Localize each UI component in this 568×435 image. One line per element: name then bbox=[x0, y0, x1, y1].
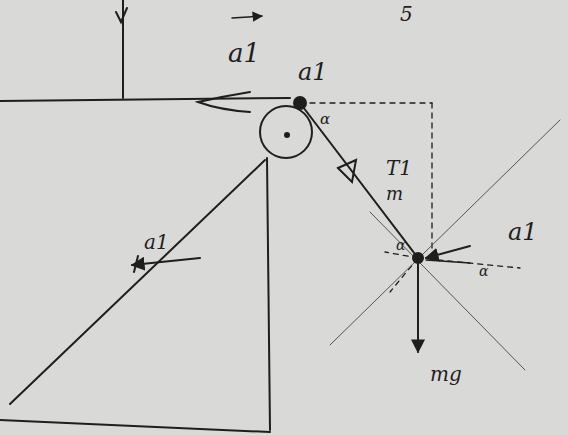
guide-line bbox=[418, 258, 520, 268]
pulley-axle bbox=[285, 133, 289, 137]
label-text: α bbox=[320, 112, 330, 127]
axis-line bbox=[370, 212, 525, 370]
label-text: α bbox=[479, 264, 488, 278]
label-text: 5 bbox=[400, 4, 413, 24]
ground-line bbox=[0, 420, 270, 432]
string bbox=[300, 103, 418, 258]
wedge-side bbox=[267, 158, 270, 430]
arrow-head bbox=[116, 8, 127, 22]
label-text: a1 bbox=[228, 40, 260, 66]
axis-line bbox=[330, 120, 560, 345]
guide-line bbox=[300, 102, 432, 103]
surface-line bbox=[0, 98, 290, 101]
label-text: m bbox=[386, 185, 403, 203]
guide-line bbox=[431, 103, 432, 250]
gravity-arrow bbox=[417, 262, 419, 352]
label-text: T1 bbox=[386, 158, 412, 178]
contact-point bbox=[294, 97, 306, 109]
inertial-arrow bbox=[426, 246, 470, 258]
label-text: α bbox=[396, 238, 405, 252]
arrow-line bbox=[426, 260, 470, 263]
label-text: a1 bbox=[508, 220, 538, 244]
label-text: mg bbox=[430, 364, 462, 384]
curved-arrow bbox=[198, 92, 250, 112]
wedge-incline bbox=[10, 160, 265, 404]
acceleration-arrow bbox=[132, 258, 200, 265]
arrow-tick bbox=[134, 256, 138, 272]
label-text: a1 bbox=[298, 60, 328, 84]
vector-arrow bbox=[232, 16, 262, 18]
label-text: a1 bbox=[144, 232, 169, 252]
pulley bbox=[260, 106, 312, 158]
tension-arrow bbox=[338, 160, 356, 182]
